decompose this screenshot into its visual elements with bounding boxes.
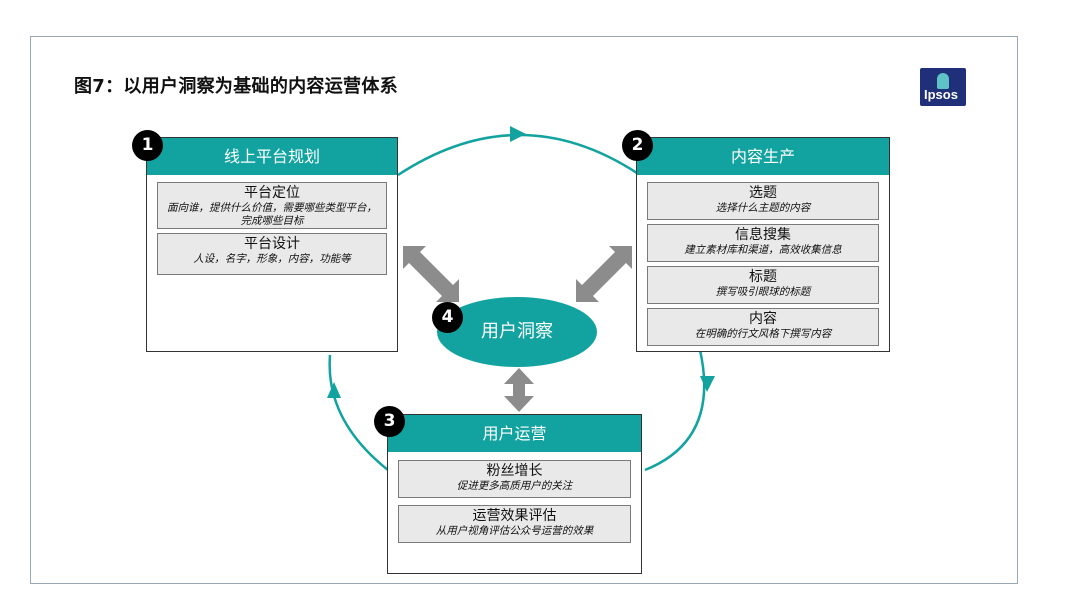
item-fan-growth: 粉丝增长 促进更多高质用户的关注 — [398, 460, 631, 498]
cycle-arc-right — [644, 349, 706, 472]
item-topic-selection: 选题 选择什么主题的内容 — [647, 182, 879, 220]
cycle-arc-top — [397, 133, 641, 177]
item-title: 平台设计 — [244, 236, 300, 252]
panel-header: 线上平台规划 — [147, 138, 397, 175]
item-headline: 标题 撰写吸引眼球的标题 — [647, 266, 879, 304]
item-subtitle: 从用户视角评估公众号运营的效果 — [435, 525, 594, 537]
badge-2: 2 — [622, 130, 653, 161]
item-subtitle: 在明确的行文风格下撰写内容 — [694, 328, 832, 340]
badge-4: 4 — [432, 302, 463, 333]
logo-mark-icon — [937, 73, 949, 89]
item-title: 选题 — [749, 185, 777, 201]
cycle-arc-left — [328, 354, 389, 471]
item-content-writing: 内容 在明确的行文风格下撰写内容 — [647, 308, 879, 346]
item-title: 内容 — [749, 311, 777, 327]
panel-user-operation: 用户运营 粉丝增长 促进更多高质用户的关注 运营效果评估 从用户视角评估公众号运… — [387, 414, 642, 574]
item-operation-evaluation: 运营效果评估 从用户视角评估公众号运营的效果 — [398, 505, 631, 543]
logo-text: Ipsos — [924, 87, 958, 102]
item-subtitle: 建立素材库和渠道，高效收集信息 — [684, 244, 842, 256]
cycle-arrowhead-top — [510, 126, 526, 142]
item-subtitle: 面向谁，提供什么价值，需要哪些类型平台，完成哪些目标 — [167, 202, 377, 227]
badge-3: 3 — [374, 406, 405, 437]
double-arrow-right — [576, 246, 632, 302]
item-title: 运营效果评估 — [472, 508, 557, 524]
panel-header: 用户运营 — [388, 415, 641, 452]
item-information-gathering: 信息搜集 建立素材库和渠道，高效收集信息 — [647, 224, 879, 262]
item-subtitle: 选择什么主题的内容 — [715, 202, 811, 214]
item-title: 粉丝增长 — [486, 463, 543, 479]
figure-title: 图7：以用户洞察为基础的内容运营体系 — [74, 76, 398, 97]
item-platform-design: 平台设计 人设，名字，形象，内容，功能等 — [157, 233, 387, 275]
item-title: 标题 — [749, 269, 777, 285]
item-subtitle: 促进更多高质用户的关注 — [456, 480, 573, 492]
item-title: 信息搜集 — [735, 227, 791, 243]
ipsos-logo: Ipsos — [920, 68, 966, 106]
double-arrow-bottom — [504, 368, 534, 412]
panel-online-platform-planning: 线上平台规划 平台定位 面向谁，提供什么价值，需要哪些类型平台，完成哪些目标 平… — [146, 137, 398, 352]
center-user-insight: 用户洞察 — [437, 297, 597, 367]
panel-header: 内容生产 — [637, 138, 889, 175]
double-arrow-left — [403, 246, 459, 302]
panel-content-production: 内容生产 选题 选择什么主题的内容 信息搜集 建立素材库和渠道，高效收集信息 标… — [636, 137, 890, 352]
cycle-arrowhead-left — [327, 382, 341, 398]
badge-1: 1 — [132, 130, 163, 161]
item-title: 平台定位 — [244, 185, 300, 201]
item-subtitle: 撰写吸引眼球的标题 — [715, 286, 811, 298]
item-platform-positioning: 平台定位 面向谁，提供什么价值，需要哪些类型平台，完成哪些目标 — [157, 182, 387, 229]
item-subtitle: 人设，名字，形象，内容，功能等 — [193, 253, 351, 265]
cycle-arrowhead-right — [700, 376, 715, 392]
